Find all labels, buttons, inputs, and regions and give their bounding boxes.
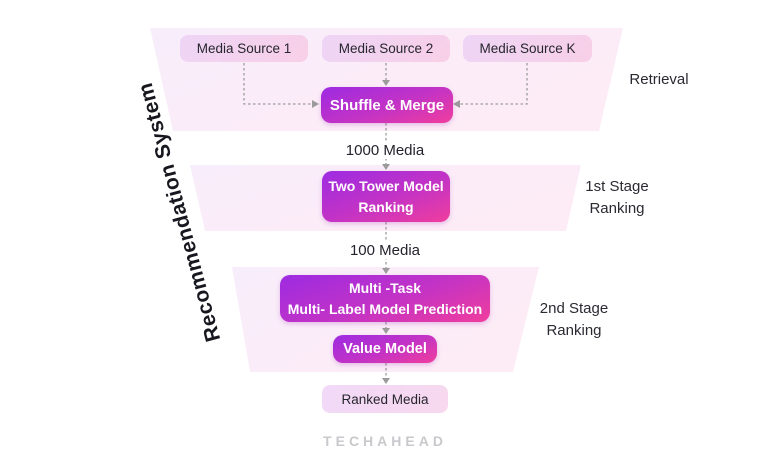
node-ranked-media: Ranked Media bbox=[322, 385, 448, 413]
arrowhead-down-icon bbox=[382, 80, 390, 86]
media-source-1-label: Media Source 1 bbox=[196, 41, 292, 56]
stage2-line1: 2nd Stage bbox=[539, 300, 609, 317]
node-two-tower-model: Two Tower Model Ranking bbox=[322, 171, 450, 222]
node-value-model: Value Model bbox=[333, 335, 437, 363]
stage-label-retrieval: Retrieval bbox=[629, 71, 689, 88]
stage-label-stage1: 1st Stage Ranking bbox=[585, 176, 648, 220]
arrowhead-down-icon bbox=[382, 378, 390, 384]
techahead-logo: TECHAHEAD bbox=[323, 433, 447, 449]
node-media-source-k: Media Source K bbox=[463, 35, 592, 62]
arrowhead-down-icon bbox=[382, 164, 390, 170]
media-source-k-label: Media Source K bbox=[479, 41, 576, 56]
count-1000-media: 1000 Media bbox=[340, 142, 430, 159]
arrowhead-down-icon bbox=[382, 268, 390, 274]
value-model-label: Value Model bbox=[343, 341, 427, 357]
node-multi-task-prediction: Multi -Task Multi- Label Model Predictio… bbox=[280, 275, 490, 322]
multi-task-line1: Multi -Task bbox=[348, 279, 422, 296]
arrowhead-left-icon bbox=[453, 100, 460, 108]
arrowhead-right-icon bbox=[312, 100, 319, 108]
ranked-media-label: Ranked Media bbox=[341, 391, 429, 407]
node-media-source-1: Media Source 1 bbox=[180, 35, 308, 62]
media-source-2-label: Media Source 2 bbox=[338, 41, 434, 56]
stage2-line2: Ranking bbox=[546, 322, 602, 339]
connector-sourcek-to-shuffle bbox=[460, 63, 528, 105]
multi-task-line2: Multi- Label Model Prediction bbox=[287, 300, 483, 317]
node-shuffle-merge: Shuffle & Merge bbox=[321, 87, 453, 123]
node-media-source-2: Media Source 2 bbox=[322, 35, 450, 62]
shuffle-merge-label: Shuffle & Merge bbox=[329, 96, 445, 114]
two-tower-line1: Two Tower Model bbox=[328, 177, 444, 194]
connector-source1-to-shuffle bbox=[243, 63, 312, 105]
stage1-line2: Ranking bbox=[589, 200, 645, 217]
count-100-media: 100 Media bbox=[344, 242, 426, 259]
stage-label-stage2: 2nd Stage Ranking bbox=[540, 298, 608, 342]
stage1-line1: 1st Stage bbox=[585, 178, 649, 195]
two-tower-line2: Ranking bbox=[358, 198, 414, 215]
arrowhead-down-icon bbox=[382, 328, 390, 334]
